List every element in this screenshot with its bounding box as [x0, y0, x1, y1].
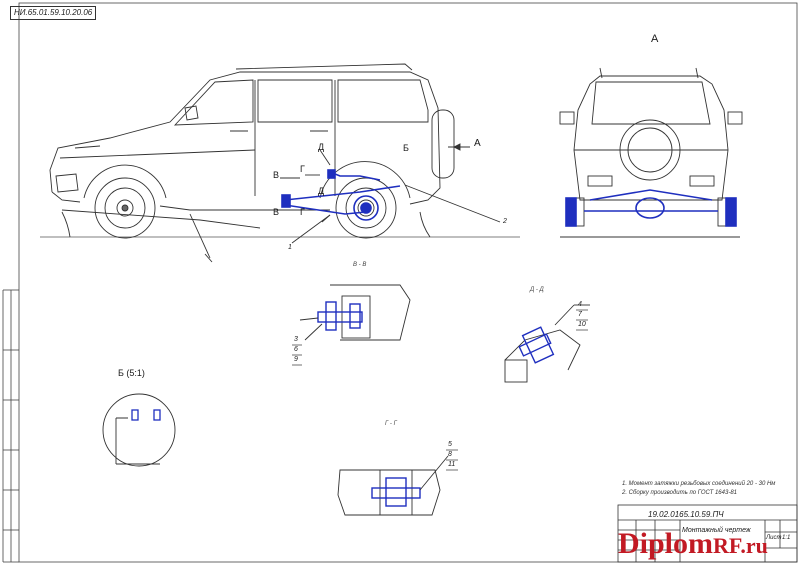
- section-dd-title: Д - Д: [530, 287, 544, 293]
- title-block-sheet: Лист: [766, 535, 782, 541]
- rear-wheel: [335, 177, 397, 239]
- note-2: 2. Сборку производить по ГОСТ 1643-81: [622, 490, 737, 496]
- title-block-code: 19.02.0165.10.59.ПЧ: [648, 510, 724, 519]
- callout-b: Б: [403, 143, 409, 153]
- watermark-main: Diplom: [618, 527, 714, 560]
- view-a-title: А: [651, 33, 659, 45]
- callout-d-top: Д: [318, 142, 325, 152]
- callout-g-low: Г: [300, 207, 305, 217]
- vv-part-9: 9: [294, 356, 298, 363]
- vehicle-side-view: [49, 63, 455, 229]
- dd-part-4: 4: [578, 301, 582, 308]
- arrow-a-label: А: [474, 138, 481, 149]
- section-gg-title: Г - Г: [385, 421, 397, 427]
- rear-axle: [565, 189, 737, 227]
- section-vv-drawing: [299, 284, 411, 341]
- drawing-code-top: НИ.65.01.59.10.20.06: [10, 6, 97, 20]
- detail-b-title: Б (5:1): [118, 368, 145, 378]
- callout-shelves: [292, 309, 588, 471]
- title-block: [617, 504, 798, 563]
- callout-d-low: Д: [318, 186, 325, 196]
- gg-part-8: 8: [448, 451, 452, 458]
- dd-part-7: 7: [578, 311, 582, 318]
- gg-part-11: 11: [448, 461, 456, 468]
- section-gg-drawing: [337, 455, 449, 516]
- section-markers: [61, 143, 501, 263]
- section-vv-title: В - В: [353, 262, 367, 268]
- title-block-name: Монтажный чертеж: [682, 527, 751, 534]
- vv-part-3: 3: [294, 336, 298, 343]
- callout-1: 1: [288, 244, 292, 251]
- vehicle-rear-view: [559, 67, 743, 238]
- callout-v-low: В: [273, 207, 280, 217]
- callout-g-top: Г: [300, 164, 305, 174]
- gg-part-5: 5: [448, 441, 452, 448]
- detail-b-drawing: [102, 393, 176, 467]
- vv-part-6: 6: [294, 346, 298, 353]
- callout-2: 2: [503, 218, 507, 225]
- rear-suspension: [281, 169, 401, 221]
- watermark-logo: DiplomRF.ru: [618, 527, 768, 561]
- callout-v-top: В: [273, 170, 280, 180]
- title-block-scale: 1:1: [782, 535, 791, 541]
- dd-part-10: 10: [578, 321, 586, 328]
- section-dd-drawing: [504, 304, 590, 383]
- watermark-suffix: RF.ru: [713, 533, 768, 558]
- note-1: 1. Момент затяжки резьбовых соединений 2…: [622, 481, 776, 487]
- front-wheel: [94, 177, 156, 239]
